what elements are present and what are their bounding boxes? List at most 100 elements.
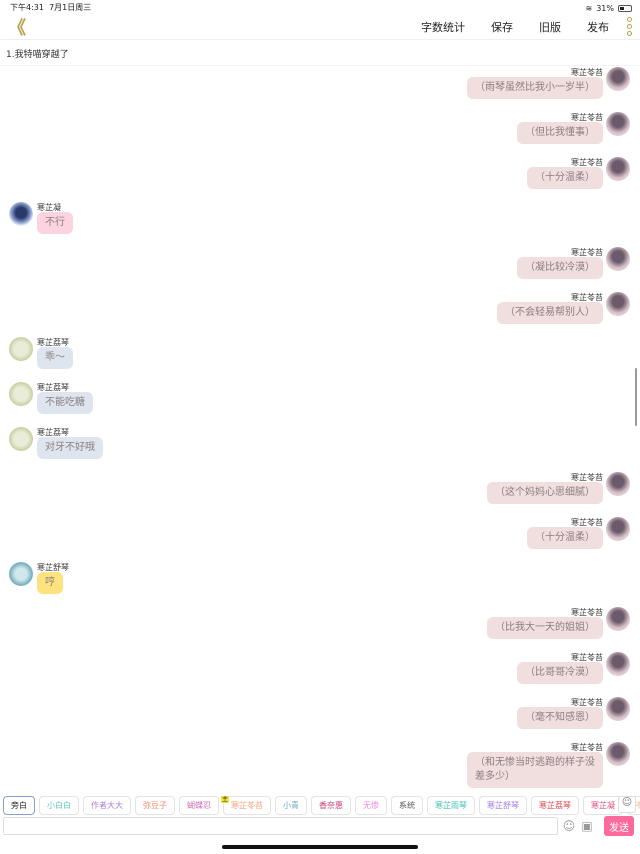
message-row: 寒芷苓苔（不会轻易帮别人） [0,289,640,334]
character-name: 作者大大 [91,801,123,810]
character-chip[interactable]: 小青 [275,796,307,815]
character-name: 寒芷舒琴 [487,801,519,810]
avatar[interactable] [9,382,33,406]
message-bubble[interactable]: （比我大一天的姐姐） [487,617,603,639]
message-row: 寒芷苓苔（但比我懂事） [0,109,640,154]
message-row: 寒芷舒琴哼 [0,559,640,604]
character-name: 蝴蝶忍 [187,801,211,810]
emoji-icon[interactable]: ☺ [562,819,576,833]
character-chip[interactable]: 旁白 [3,796,35,815]
character-name: 寒芷苓苔 [231,801,263,810]
message-input[interactable] [3,817,558,835]
character-chip[interactable]: 寒芷舒琴 [479,796,527,815]
character-chip[interactable]: 系统 [391,796,423,815]
character-chip[interactable]: 作者大大 [83,796,131,815]
sender-name: 寒芷苓苔 [571,518,603,527]
message-bubble[interactable]: （凝比较冷漠） [517,257,603,279]
sender-name: 寒芷荔琴 [37,383,69,392]
image-icon[interactable]: ▣ [581,819,593,833]
save-button[interactable]: 保存 [491,20,513,34]
message-row: 寒芷荔琴不能吃糖 [0,379,640,424]
sender-name: 寒芷凝 [37,203,61,212]
character-chip[interactable]: 香奈惠 [311,796,351,815]
avatar[interactable] [606,742,630,766]
publish-button[interactable]: 发布 [587,20,609,34]
avatar[interactable] [9,562,33,586]
message-bubble[interactable]: （这个妈妈心思细腻） [487,482,603,504]
avatar[interactable] [9,337,33,361]
message-bubble[interactable]: 对牙不好哦 [37,437,103,459]
message-list[interactable]: 寒芷苓苔（雨琴虽然比我小一岁半）寒芷苓苔（但比我懂事）寒芷苓苔（十分温柔）寒芷凝… [0,67,640,789]
avatar[interactable] [9,427,33,451]
character-name: 寒芷荔琴 [539,801,571,810]
message-bubble[interactable]: 乖～ [37,347,73,369]
avatar[interactable] [606,112,630,136]
avatar[interactable] [606,652,630,676]
message-row: 寒芷荔琴对牙不好哦 [0,424,640,469]
message-bubble[interactable]: （十分温柔） [527,527,603,549]
avatar[interactable] [9,202,33,226]
message-bubble[interactable]: （但比我懂事） [517,122,603,144]
character-name: 弥豆子 [143,801,167,810]
character-name: 无惨 [363,801,379,810]
character-name: 寒芷凝 [591,801,615,810]
message-bubble[interactable]: （十分温柔） [527,167,603,189]
composer: ☺ ▣ 发送 [3,816,634,836]
message-bubble[interactable]: （和无惨当时逃跑的样子没差多少） [467,752,603,788]
wifi-icon: ≋ [585,3,593,13]
character-chip[interactable]: 寒芷荔琴 [531,796,579,815]
character-selector: 旁白 小白白 作者大大 弥豆子 蝴蝶忍 主寒芷苓苔 小青 香奈惠 无惨 系统 寒芷雨琴 寒芷舒琴 寒芷荔… [3,796,640,815]
avatar[interactable] [606,157,630,181]
battery-icon [618,4,632,12]
character-chip[interactable]: 寒芷凝 [583,796,623,815]
character-chip[interactable]: 蝴蝶忍 [179,796,219,815]
avatar[interactable] [606,292,630,316]
sender-name: 寒芷舒琴 [37,563,69,572]
status-date: 7月1日周三 [49,3,92,12]
message-bubble[interactable]: （不会轻易帮别人） [497,302,603,324]
message-row: 寒芷苓苔（凝比较冷漠） [0,244,640,289]
sender-name: 寒芷苓苔 [571,248,603,257]
message-row: 寒芷凝不行 [0,199,640,244]
scrollbar[interactable] [635,368,637,426]
back-icon[interactable]: 《 [8,17,26,39]
avatar[interactable] [606,517,630,541]
avatar[interactable] [606,67,630,91]
character-chip[interactable]: 弥豆子 [135,796,175,815]
message-bubble[interactable]: （比哥哥冷漠） [517,662,603,684]
message-bubble[interactable]: （雨琴虽然比我小一岁半） [467,77,603,99]
character-chip[interactable]: 寒芷雨琴 [427,796,475,815]
avatar[interactable] [606,247,630,271]
sender-name: 寒芷荔琴 [37,428,69,437]
send-button[interactable]: 发送 [604,816,634,836]
character-name: 小青 [283,801,299,810]
sender-name: 寒芷苓苔 [571,68,603,77]
character-chip[interactable]: 主寒芷苓苔 [221,796,271,815]
character-name: 寒芷雨琴 [435,801,467,810]
character-chip[interactable]: 小白白 [39,796,79,815]
message-row: 寒芷苓苔（比我大一天的姐姐） [0,604,640,649]
old-version-button[interactable]: 旧版 [539,20,561,34]
message-bubble[interactable]: 哼 [37,572,63,594]
more-icon[interactable] [627,17,632,36]
message-row: 寒芷苓苔（十分温柔） [0,154,640,199]
sender-name: 寒芷苓苔 [571,698,603,707]
message-row: 寒芷苓苔（和无惨当时逃跑的样子没差多少） [0,739,640,788]
message-row: 寒芷苓苔（雨琴虽然比我小一岁半） [0,67,640,109]
word-count-button[interactable]: 字数统计 [421,20,465,34]
character-chip[interactable]: 无惨 [355,796,387,815]
sender-name: 寒芷苓苔 [571,743,603,752]
character-name: 系统 [399,801,415,810]
status-time: 下午4:31 [10,3,44,12]
sender-name: 寒芷苓苔 [571,608,603,617]
status-bar: 下午4:31 7月1日周三 ≋31% [0,0,640,14]
message-bubble[interactable]: （毫不知感恩） [517,707,603,729]
avatar[interactable] [606,607,630,631]
battery-percent: 31% [596,3,614,13]
avatar[interactable] [606,697,630,721]
user-icon[interactable]: ☺ [618,796,636,813]
avatar[interactable] [606,472,630,496]
message-bubble[interactable]: 不行 [37,212,73,234]
character-name: 小白白 [47,801,71,810]
message-bubble[interactable]: 不能吃糖 [37,392,93,414]
